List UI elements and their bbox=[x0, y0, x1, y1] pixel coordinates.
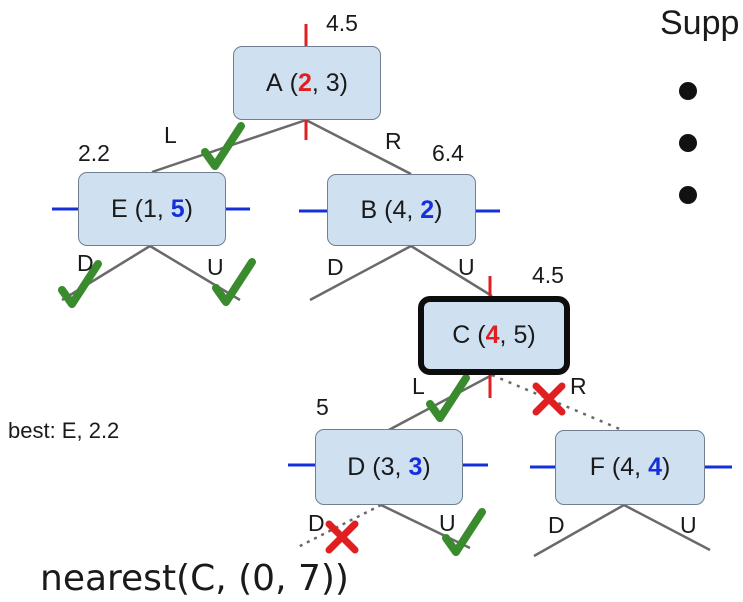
distance-label: 2.2 bbox=[78, 140, 110, 166]
query-label: nearest(C, (0, 7)) bbox=[40, 558, 349, 599]
check-icon bbox=[205, 126, 241, 166]
edge-c-f bbox=[491, 373, 623, 432]
edge-d-up bbox=[380, 503, 471, 550]
node-d[interactable]: D (3, 3) bbox=[315, 429, 463, 505]
distance-label: 4.5 bbox=[326, 10, 358, 36]
node-y: 4 bbox=[648, 453, 662, 481]
edge-label-up: U bbox=[680, 512, 697, 538]
edge-label-up: U bbox=[458, 254, 475, 280]
edge-e-up bbox=[149, 244, 241, 302]
node-x: 4 bbox=[620, 453, 635, 481]
cross-icon bbox=[536, 386, 562, 412]
node-e[interactable]: E (1, 5) bbox=[78, 172, 226, 246]
edge-label-down: D bbox=[327, 254, 344, 280]
edge-label-up: U bbox=[207, 254, 224, 280]
edge-label-up: U bbox=[439, 510, 456, 536]
bullet-icon bbox=[679, 82, 697, 100]
node-name: A bbox=[265, 68, 283, 97]
edge-label-right: R bbox=[385, 128, 402, 154]
distance-label: 4.5 bbox=[532, 262, 564, 288]
node-name: E bbox=[110, 194, 128, 223]
edge-label-down: D bbox=[548, 512, 565, 538]
bullet-icon bbox=[679, 186, 697, 204]
node-x: 2 bbox=[297, 68, 312, 97]
node-x: 1 bbox=[142, 194, 157, 223]
edge-b-c bbox=[410, 244, 493, 298]
node-y: 5 bbox=[513, 321, 528, 349]
cross-icon bbox=[329, 524, 355, 550]
best-label: best: E, 2.2 bbox=[8, 418, 120, 443]
node-c[interactable]: C (4, 5) bbox=[418, 296, 570, 375]
node-name: C bbox=[452, 321, 471, 349]
edge-f-down bbox=[533, 503, 625, 558]
edge-label-left: L bbox=[412, 373, 425, 399]
node-name: F bbox=[589, 453, 605, 481]
edge-b-down bbox=[309, 244, 412, 302]
edge-c-d bbox=[384, 373, 493, 434]
node-name: D bbox=[347, 452, 366, 481]
edge-label-down: D bbox=[308, 510, 325, 536]
distance-label: 5 bbox=[316, 394, 329, 420]
bullet-icon bbox=[679, 134, 697, 152]
node-name: B bbox=[360, 195, 378, 224]
node-x: 4 bbox=[392, 195, 407, 224]
edge-label-down: D bbox=[77, 250, 94, 276]
node-f[interactable]: F (4, 4) bbox=[555, 430, 705, 505]
node-y: 3 bbox=[408, 452, 423, 481]
node-y: 2 bbox=[420, 195, 435, 224]
edge-f-up bbox=[623, 503, 711, 552]
slide-title: Supp bbox=[660, 4, 740, 42]
distance-label: 6.4 bbox=[432, 140, 464, 166]
edge-label-left: L bbox=[164, 122, 177, 148]
node-x: 4 bbox=[485, 321, 500, 349]
edge-label-right: R bbox=[570, 373, 587, 399]
node-y: 5 bbox=[170, 194, 185, 223]
node-a[interactable]: A (2, 3) bbox=[233, 46, 381, 120]
edge-a-b bbox=[305, 118, 412, 176]
node-b[interactable]: B (4, 2) bbox=[327, 174, 476, 246]
node-y: 3 bbox=[325, 68, 340, 97]
node-x: 3 bbox=[380, 452, 395, 481]
